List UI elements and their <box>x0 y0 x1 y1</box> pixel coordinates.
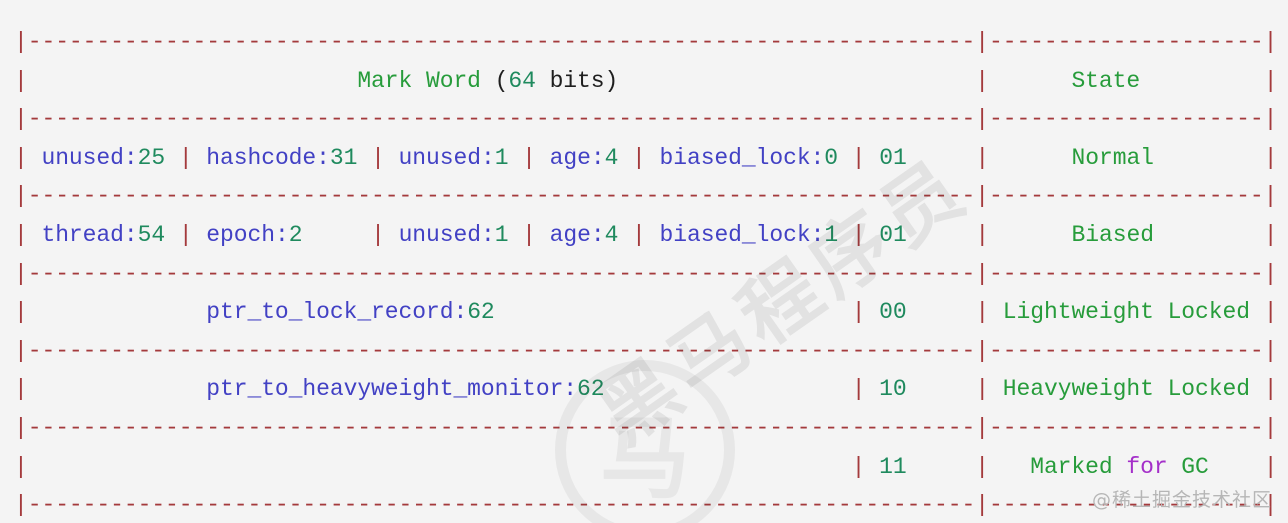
table-row-line: | ptr_to_lock_record:62 | 00 | Lightweig… <box>14 299 1278 326</box>
table-separator-line: |---------------------------------------… <box>14 414 1278 441</box>
table-row-line: | unused:25 | hashcode:31 | unused:1 | a… <box>14 144 1278 171</box>
table-row-line: | Mark Word (64 bits) | State | <box>14 67 1278 94</box>
table-separator-line: |---------------------------------------… <box>14 183 1278 210</box>
attribution-label: @稀土掘金技术社区 <box>1091 489 1272 511</box>
table-row-line: | thread:54 | epoch:2 | unused:1 | age:4… <box>14 221 1278 248</box>
table-row-line: | | 11 | Marked for GC | <box>14 453 1278 480</box>
table-row-line: | ptr_to_heavyweight_monitor:62 | 10 | H… <box>14 376 1278 403</box>
table-separator-line: |---------------------------------------… <box>14 29 1278 55</box>
table-separator-line: |---------------------------------------… <box>14 106 1278 133</box>
table-separator-line: |---------------------------------------… <box>14 337 1278 364</box>
table-separator-line: |---------------------------------------… <box>14 260 1278 287</box>
table-separator-line: |---------------------------------------… <box>14 492 1278 519</box>
